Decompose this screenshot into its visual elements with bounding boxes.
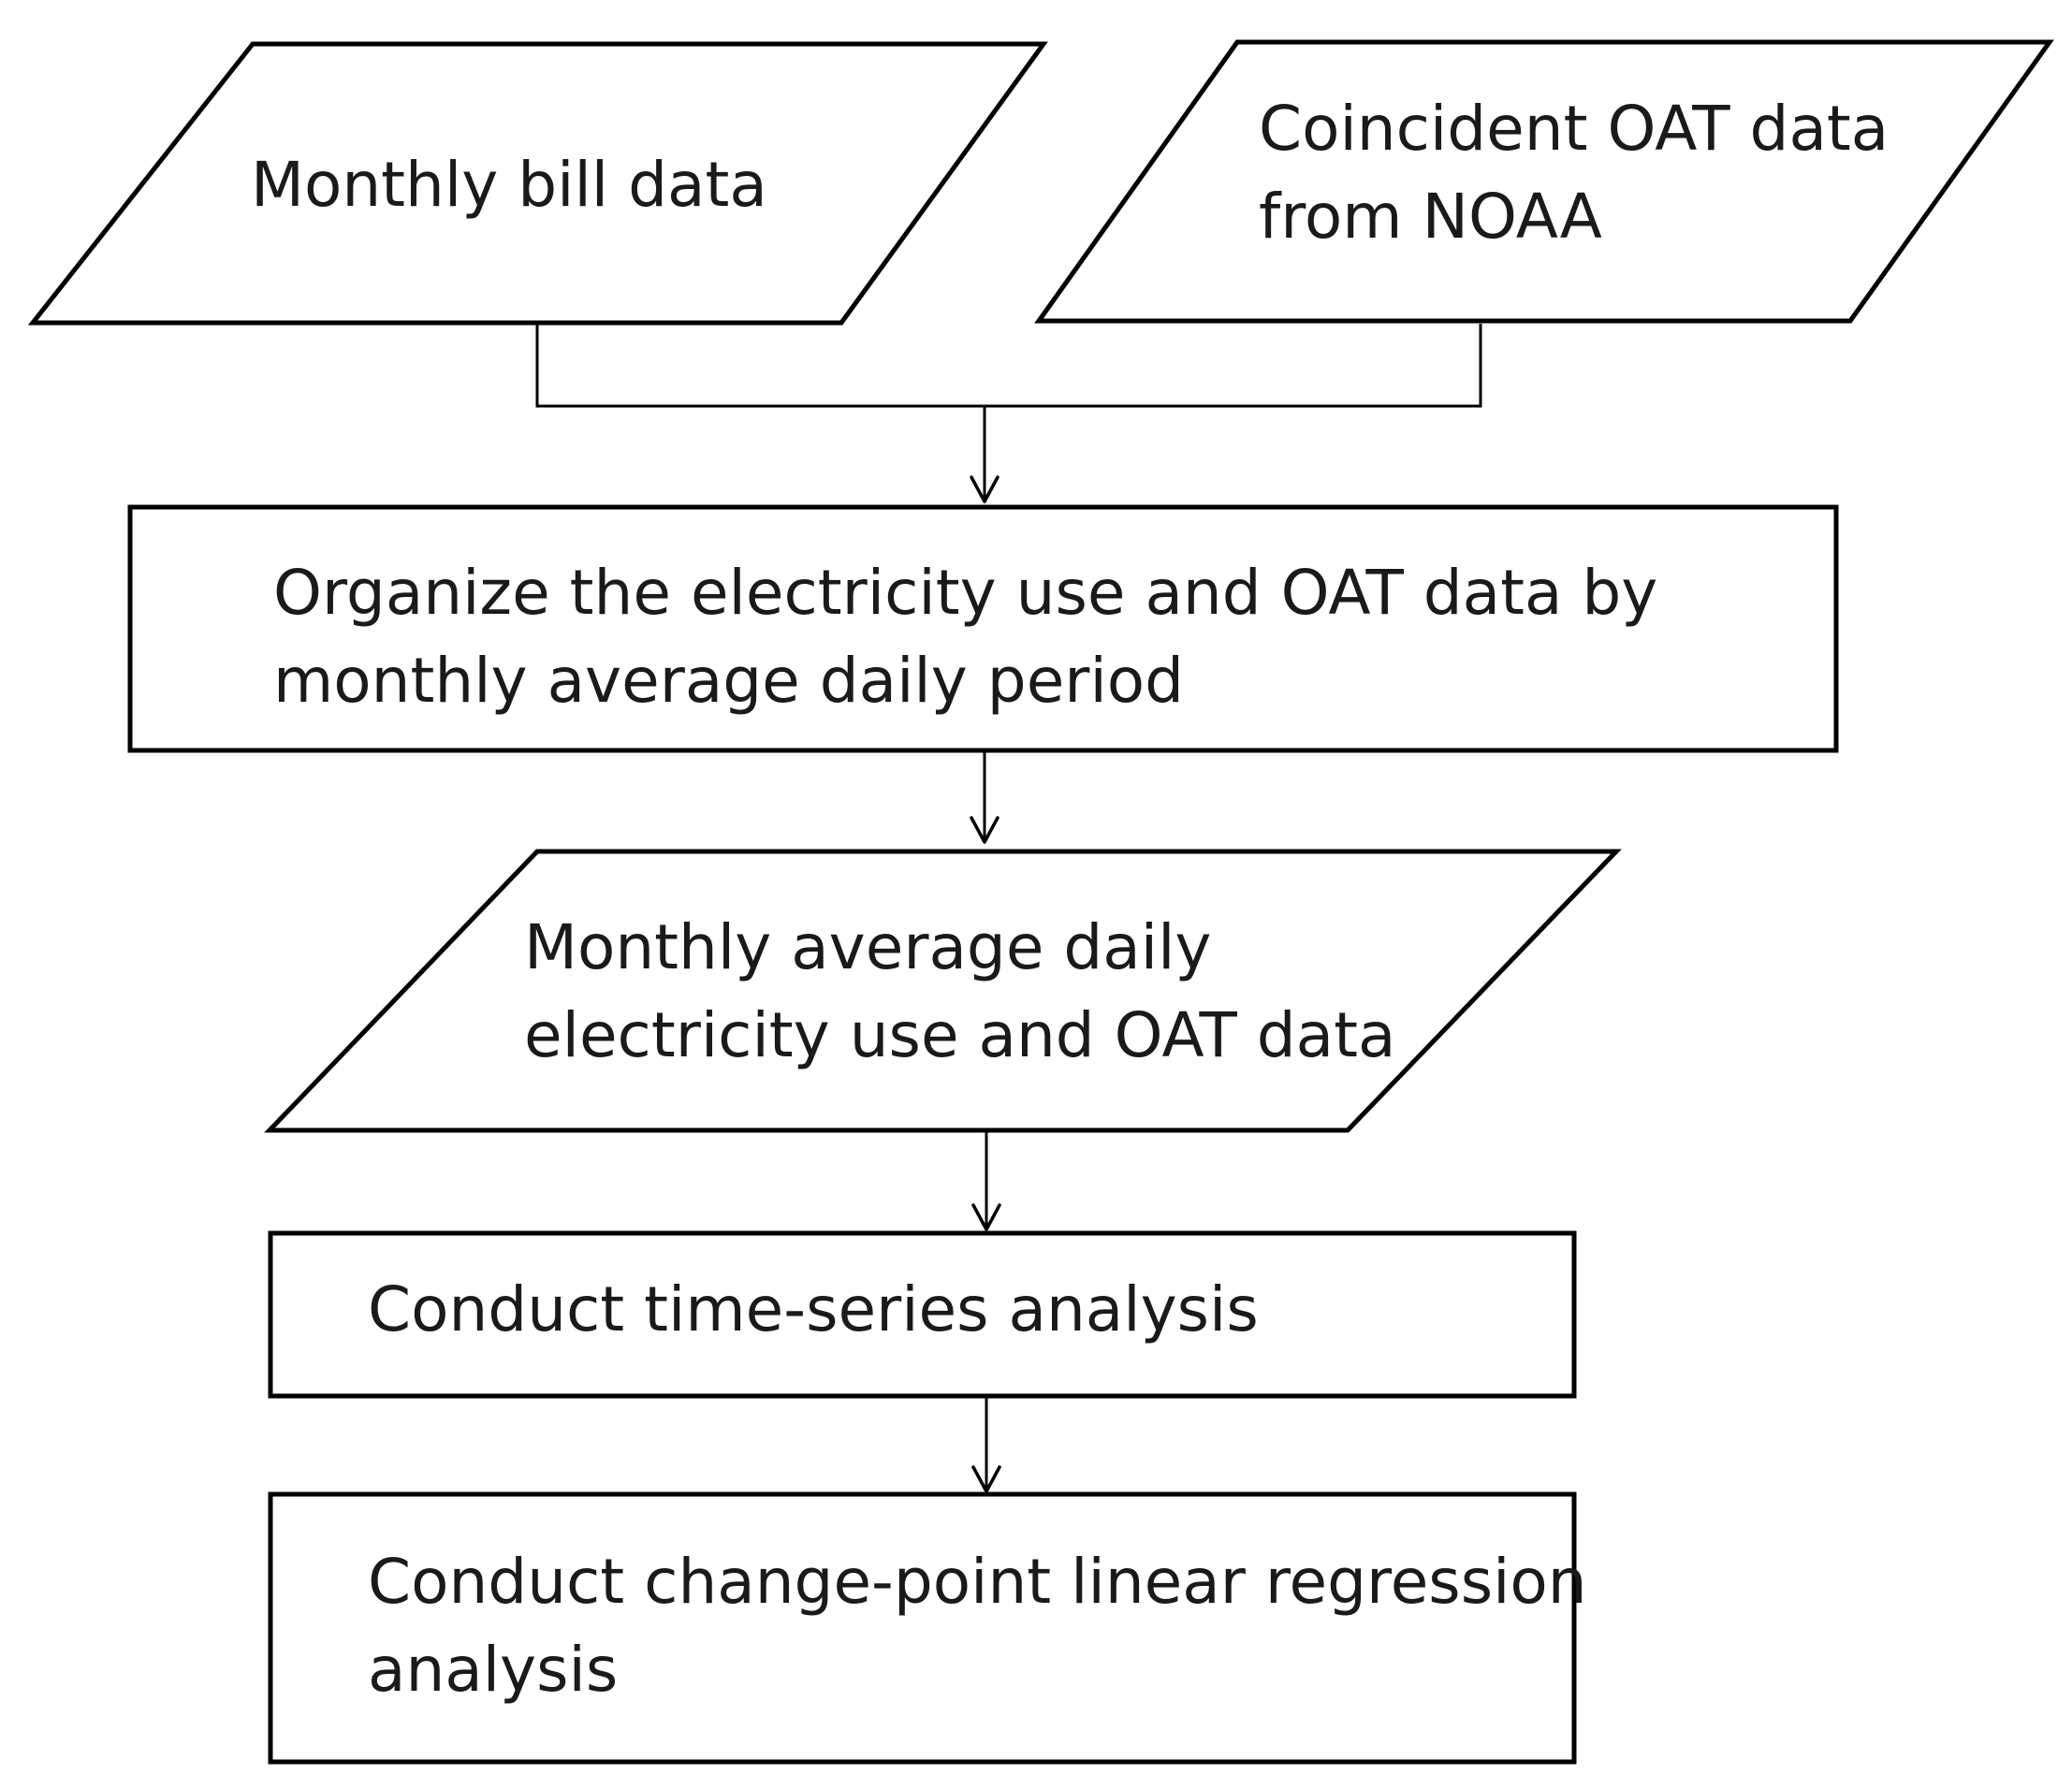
arrowhead-organize <box>970 475 1000 503</box>
node-monthly-bill: Monthly bill data <box>27 41 1048 326</box>
node-coincident-oat: Coincident OAT data from NOAA <box>1034 39 2054 324</box>
rectangle-shape <box>127 504 1839 753</box>
arrowhead-monthly-average <box>970 816 1000 844</box>
node-change-point: Conduct change-point linear regression a… <box>268 1491 1607 1765</box>
rectangle-shape <box>268 1230 1577 1399</box>
node-time-series-label: Conduct time-series analysis <box>368 1273 1259 1345</box>
node-monthly-average: Monthly average daily electricity use an… <box>264 849 1622 1133</box>
parallelogram-shape <box>27 41 1048 326</box>
node-coincident-oat-line-2: from NOAA <box>1259 181 1602 253</box>
node-organize-line-2: monthly average daily period <box>273 645 1184 717</box>
edge-monthly-bill-to-junction <box>535 324 985 408</box>
node-time-series: Conduct time-series analysis <box>268 1230 1577 1399</box>
node-coincident-oat-line-1: Coincident OAT data <box>1259 93 1889 165</box>
node-coincident-oat-label: Coincident OAT data from NOAA <box>1259 93 1908 253</box>
node-monthly-bill-label: Monthly bill data <box>251 149 767 221</box>
node-change-point-label: Conduct change-point linear regression a… <box>368 1546 1607 1706</box>
parallelogram-shape <box>264 849 1622 1133</box>
node-monthly-average-label: Monthly average daily electricity use an… <box>524 911 1395 1071</box>
node-organize-label: Organize the electricity use and OAT dat… <box>273 557 1677 717</box>
node-time-series-line-1: Conduct time-series analysis <box>368 1273 1259 1345</box>
parallelogram-shape <box>1034 39 2054 324</box>
node-change-point-line-2: analysis <box>368 1634 618 1706</box>
rectangle-shape <box>268 1491 1577 1765</box>
edge-coincident-oat-to-junction <box>985 324 1482 408</box>
connectors <box>535 324 1482 1493</box>
node-monthly-average-line-1: Monthly average daily <box>524 911 1211 983</box>
node-organize-line-1: Organize the electricity use and OAT dat… <box>273 557 1657 629</box>
node-organize: Organize the electricity use and OAT dat… <box>127 504 1839 753</box>
node-change-point-line-1: Conduct change-point linear regression <box>368 1546 1587 1618</box>
node-monthly-average-line-2: electricity use and OAT data <box>524 999 1395 1071</box>
node-monthly-bill-line-1: Monthly bill data <box>251 149 767 221</box>
arrowhead-change-point <box>971 1465 1001 1493</box>
arrowhead-time-series <box>971 1203 1001 1231</box>
